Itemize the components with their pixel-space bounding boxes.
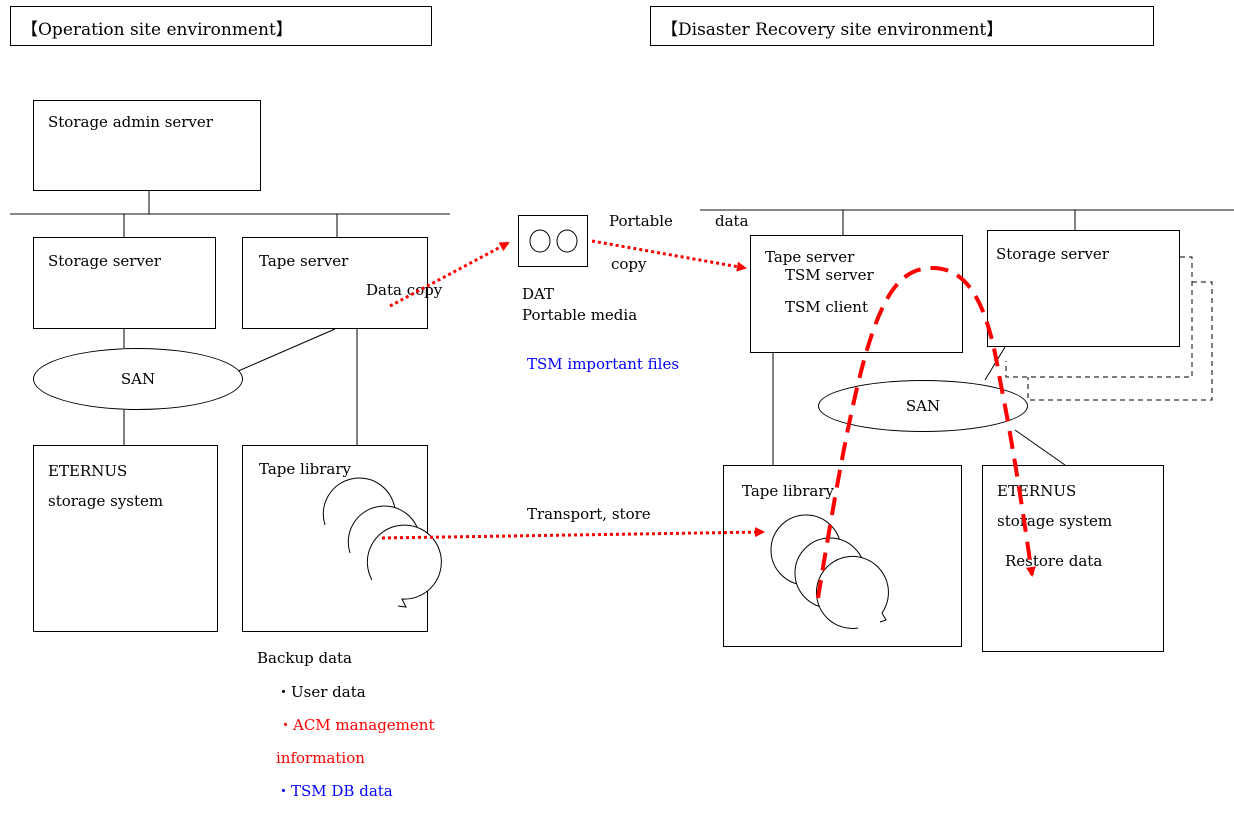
dr-san-eternus-link — [1014, 429, 1066, 466]
storage-admin-server-label: Storage admin server — [48, 113, 213, 131]
dr-eternus-storage: ETERNUS storage system Restore data — [982, 465, 1164, 652]
op-san: SAN — [33, 348, 243, 410]
storage-admin-server: Storage admin server — [33, 100, 261, 191]
dr-san: SAN — [818, 380, 1028, 432]
dat-label: DAT — [522, 285, 555, 303]
op-eternus-line1: ETERNUS — [48, 462, 128, 480]
op-tape-server: Tape server — [242, 237, 428, 329]
portable-label: Portable — [609, 212, 673, 230]
transport-store-label: Transport, store — [527, 505, 651, 523]
dat-slot-right-icon — [556, 229, 578, 253]
op-tape-reels-icon — [322, 477, 442, 608]
dr-eternus-line1: ETERNUS — [997, 482, 1077, 500]
backup-acm-management-line2: information — [276, 749, 365, 767]
data-copy-label: Data copy — [366, 281, 443, 299]
dr-tape-server: Tape server TSM server TSM client — [750, 235, 963, 353]
dr-storage-server: Storage server — [987, 230, 1180, 347]
op-san-label: SAN — [120, 370, 156, 388]
portable-copy-arrow — [591, 239, 747, 272]
op-tape-library-label: Tape library — [259, 460, 351, 478]
operation-site-title: 【Operation site environment】 — [10, 6, 432, 46]
restore-arrow — [816, 265, 1036, 599]
tsm-important-files-label: TSM important files — [527, 355, 680, 373]
data-label: data — [715, 212, 749, 230]
transport-store-arrow — [381, 527, 765, 540]
op-storage-server-label: Storage server — [48, 252, 161, 270]
backup-acm-management-line1: ・ACM management — [278, 716, 435, 734]
data-copy-arrow — [389, 241, 510, 308]
dr-san-label: SAN — [905, 397, 941, 415]
dr-storage-server-label: Storage server — [996, 245, 1109, 263]
copy-label: copy — [611, 255, 647, 273]
dr-tape-server-label: Tape server — [765, 248, 855, 266]
backup-tsm-db-data: ・TSM DB data — [276, 782, 393, 800]
backup-data-label: Backup data — [257, 649, 353, 667]
dr-storage-server-shadow-2 — [1027, 281, 1213, 401]
dr-tape-library-label: Tape library — [742, 482, 834, 500]
op-storage-server: Storage server — [33, 237, 216, 329]
portable-media-label: Portable media — [522, 306, 638, 324]
dr-tsm-client-label: TSM client — [785, 298, 868, 316]
dr-storage-san-link — [984, 346, 1006, 381]
op-eternus-line2: storage system — [48, 492, 164, 510]
op-eternus-storage: ETERNUS storage system — [33, 445, 218, 632]
dat-slot-left-icon — [529, 229, 551, 253]
dr-tsm-server-label: TSM server — [785, 266, 874, 284]
backup-user-data: ・User data — [276, 683, 366, 701]
op-tape-server-label: Tape server — [259, 252, 349, 270]
op-san-tape-link — [235, 328, 336, 373]
disaster-recovery-site-title: 【Disaster Recovery site environment】 — [650, 6, 1154, 46]
